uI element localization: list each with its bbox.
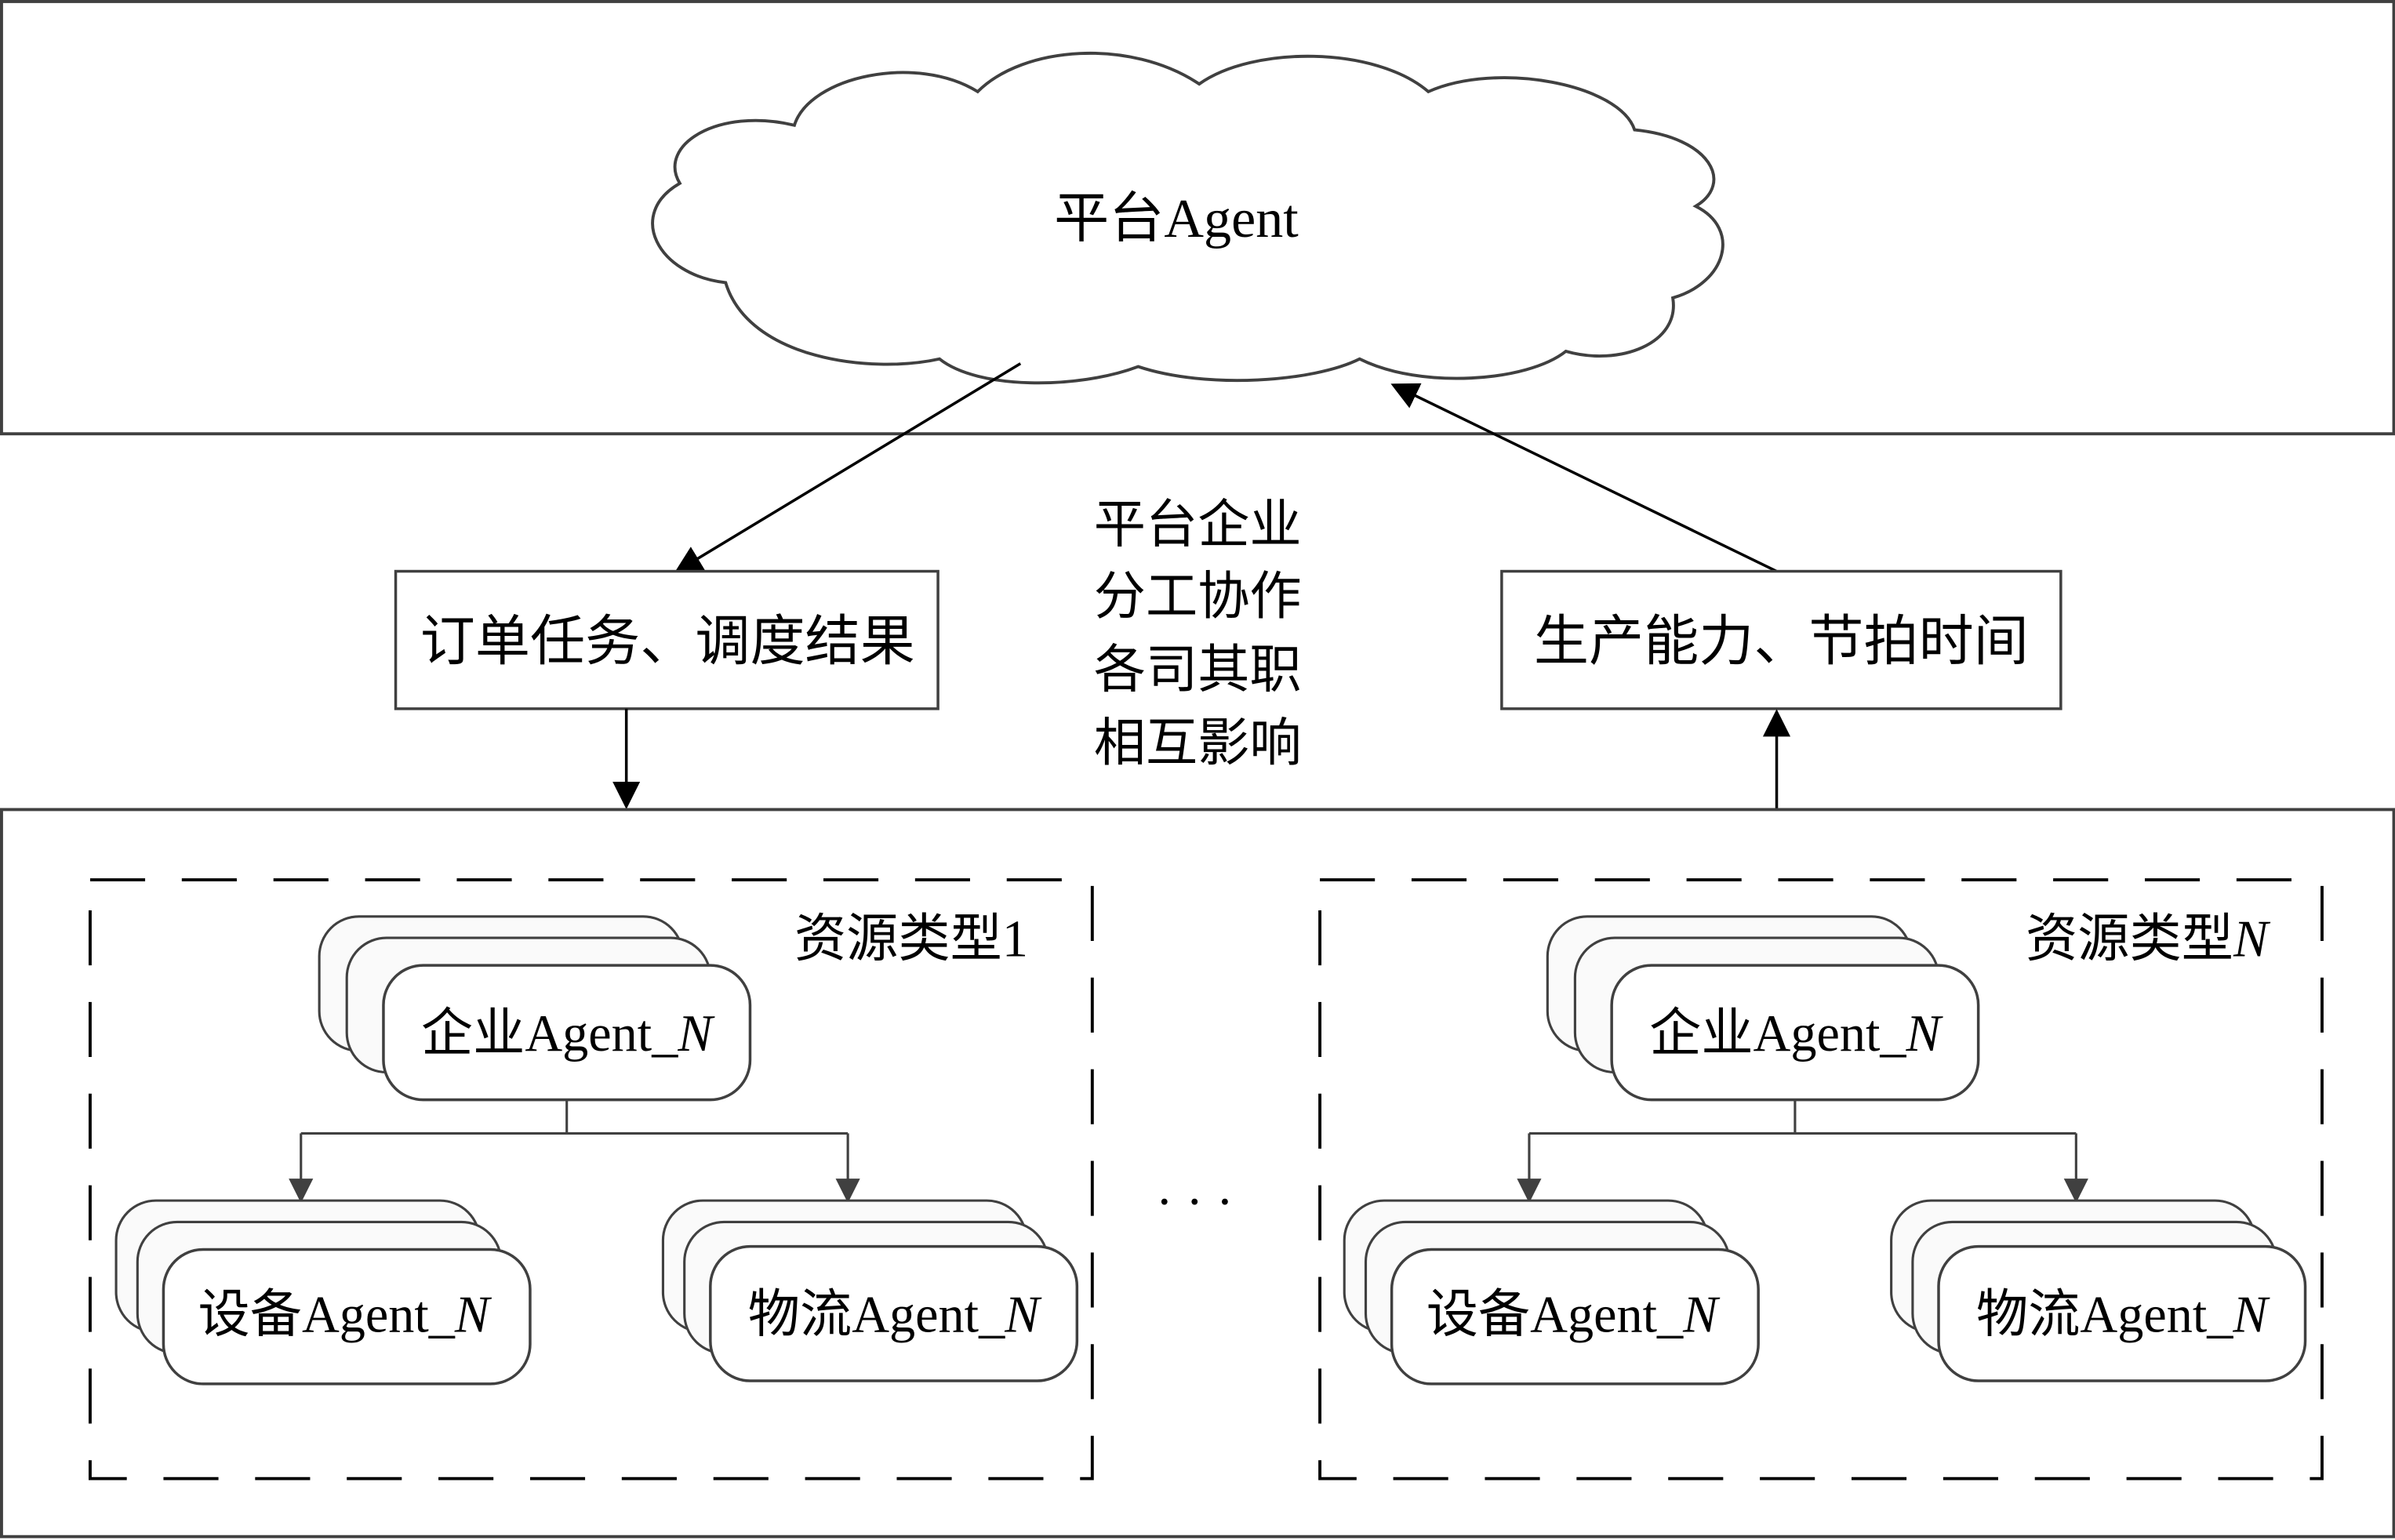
arrow-platform-to-orders	[674, 362, 1022, 573]
resource-group-title: 资源类型1	[794, 910, 1028, 968]
enterprise-agent-label: 企业Agent_N	[1649, 1005, 1943, 1062]
equipment-agent-label: 设备Agent_N	[1426, 1287, 1721, 1344]
resource-group-border	[88, 878, 1094, 1480]
logistics-agent-label: 物流Agent_N	[1976, 1287, 2270, 1344]
enterprise-agent-stack[interactable]: 企业Agent_N	[1546, 915, 1980, 1102]
capacity-label: 生产能力、节拍时间	[1534, 612, 2029, 673]
resource-group-border	[1318, 878, 2324, 1480]
center-note-line: 相互影响	[1094, 715, 1302, 772]
equipment-agent-label: 设备Agent_N	[198, 1287, 492, 1344]
equipment-agent-stack[interactable]: 设备Agent_N	[1343, 1199, 1760, 1386]
order-task-box[interactable]: 订单任务、调度结果	[394, 569, 939, 710]
equipment-agent-stack[interactable]: 设备Agent_N	[114, 1199, 532, 1386]
resource-group-title: 资源类型N	[2026, 910, 2271, 968]
center-note: 平台企业 分工协作 各司其职 相互影响	[1094, 497, 1302, 773]
center-note-line: 各司其职	[1094, 642, 1302, 699]
platform-agent-label: 平台Agent	[1054, 189, 1299, 249]
ellipsis: · · ·	[1156, 1174, 1234, 1231]
resource-group-n[interactable]: 资源类型N 企业Agent_N 设备Agent_N	[1318, 878, 2324, 1480]
arrow-capacity-to-platform	[1390, 383, 1778, 573]
platform-agent-cloud[interactable]: 平台Agent	[651, 51, 1724, 385]
center-note-line: 分工协作	[1094, 568, 1302, 626]
enterprise-agent-label: 企业Agent_N	[421, 1005, 715, 1062]
logistics-agent-label: 物流Agent_N	[748, 1287, 1042, 1344]
logistics-agent-stack[interactable]: 物流Agent_N	[661, 1199, 1079, 1382]
center-note-line: 平台企业	[1094, 497, 1302, 554]
enterprise-agent-stack[interactable]: 企业Agent_N	[318, 915, 752, 1102]
resource-group-1[interactable]: 资源类型1 企业Agent_N 设备Agent_N	[88, 878, 1094, 1480]
logistics-agent-stack[interactable]: 物流Agent_N	[1890, 1199, 2307, 1382]
capacity-box[interactable]: 生产能力、节拍时间	[1500, 569, 2062, 710]
order-task-label: 订单任务、调度结果	[420, 612, 915, 673]
